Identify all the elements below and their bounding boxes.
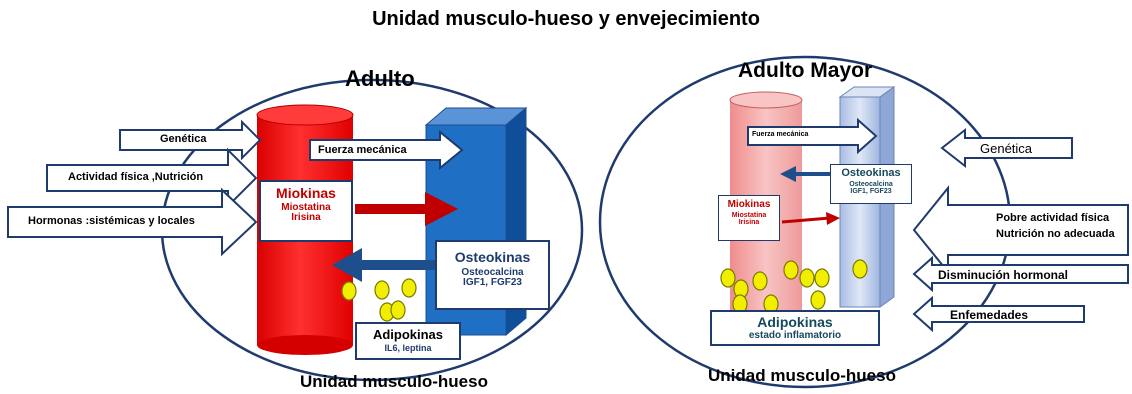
mayor-input-genetica: Genética xyxy=(980,141,1033,156)
adulto-blue-arrow xyxy=(332,248,448,282)
adulto-osteokinas-line2: IGF1, FGF23 xyxy=(463,277,522,289)
adulto-input-actividad: Actividad física ,Nutrición xyxy=(68,171,204,183)
mayor-miokinas-box: Miokinas Miostatina Irisina xyxy=(718,195,780,241)
mayor-adipokinas-line1: estado inflamatorio xyxy=(748,329,842,341)
adulto-osteokinas-box: Osteokinas Osteocalcina IGF1, FGF23 xyxy=(435,240,550,310)
adulto-miokinas-line1: Miostatina xyxy=(281,201,331,213)
adulto-adipocytes xyxy=(341,278,417,322)
mayor-input-pobre-actividad: Pobre actividad física xyxy=(996,212,1110,224)
adulto-fuerza-label: Fuerza mecánica xyxy=(318,144,407,156)
adulto-miokinas-box: Miokinas Miostatina Irisina xyxy=(259,180,353,242)
mayor-fuerza-arrow xyxy=(747,117,878,155)
mayor-red-arrow xyxy=(781,212,840,225)
adulto-fuerza-arrow xyxy=(309,129,464,171)
mayor-adipokinas-box: Adipokinas estado inflamatorio xyxy=(710,310,880,346)
adulto-heading: Adulto xyxy=(345,66,415,91)
mayor-miokinas-line1: Miostatina xyxy=(731,211,767,219)
mayor-input-arrows xyxy=(912,127,1129,333)
mayor-osteokinas-box: Osteokinas Osteocalcina IGF1, FGF23 xyxy=(830,164,912,204)
mayor-input-nutricion: Nutrición no adecuada xyxy=(996,228,1115,240)
adulto-adipokinas-line1: IL6, leptina xyxy=(384,342,432,353)
mayor-fuerza-label: Fuerza mecánica xyxy=(752,131,809,138)
mayor-caption: Unidad musculo-hueso xyxy=(708,366,896,385)
mayor-osteokinas-title: Osteokinas xyxy=(841,167,901,179)
mayor-osteokinas-line2: IGF1, FGF23 xyxy=(850,187,892,195)
mayor-miokinas-title: Miokinas xyxy=(727,199,771,210)
adulto-adipokinas-box: Adipokinas IL6, leptina xyxy=(355,322,461,360)
adulto-miokinas-title: Miokinas xyxy=(276,185,336,201)
adulto-input-hormonas: Hormonas :sistémicas y locales xyxy=(28,215,195,227)
adulto-miokinas-line2: Irisina xyxy=(291,212,321,224)
adulto-osteokinas-title: Osteokinas xyxy=(454,249,531,265)
mayor-heading: Adulto Mayor xyxy=(738,59,873,82)
mayor-input-enfermedades: Enfemedades xyxy=(950,308,1029,322)
diagram-title: Unidad musculo-hueso y envejecimiento xyxy=(372,8,760,30)
mayor-osteokinas-line1: Osteocalcina xyxy=(849,180,893,188)
adulto-osteokinas-line1: Osteocalcina xyxy=(461,266,524,278)
mayor-adipocytes xyxy=(720,259,868,314)
adulto-input-genetica: Genética xyxy=(160,133,207,145)
mayor-blue-arrow xyxy=(780,166,830,182)
adulto-caption: Unidad musculo-hueso xyxy=(300,372,488,391)
mayor-input-disminucion: Disminución hormonal xyxy=(938,268,1069,282)
mayor-adipokinas-title: Adipokinas xyxy=(757,314,833,330)
mayor-miokinas-line2: Irisina xyxy=(738,218,760,226)
adulto-red-arrow xyxy=(355,192,458,226)
adulto-input-arrows xyxy=(7,119,262,257)
adulto-adipokinas-title: Adipokinas xyxy=(372,327,444,342)
